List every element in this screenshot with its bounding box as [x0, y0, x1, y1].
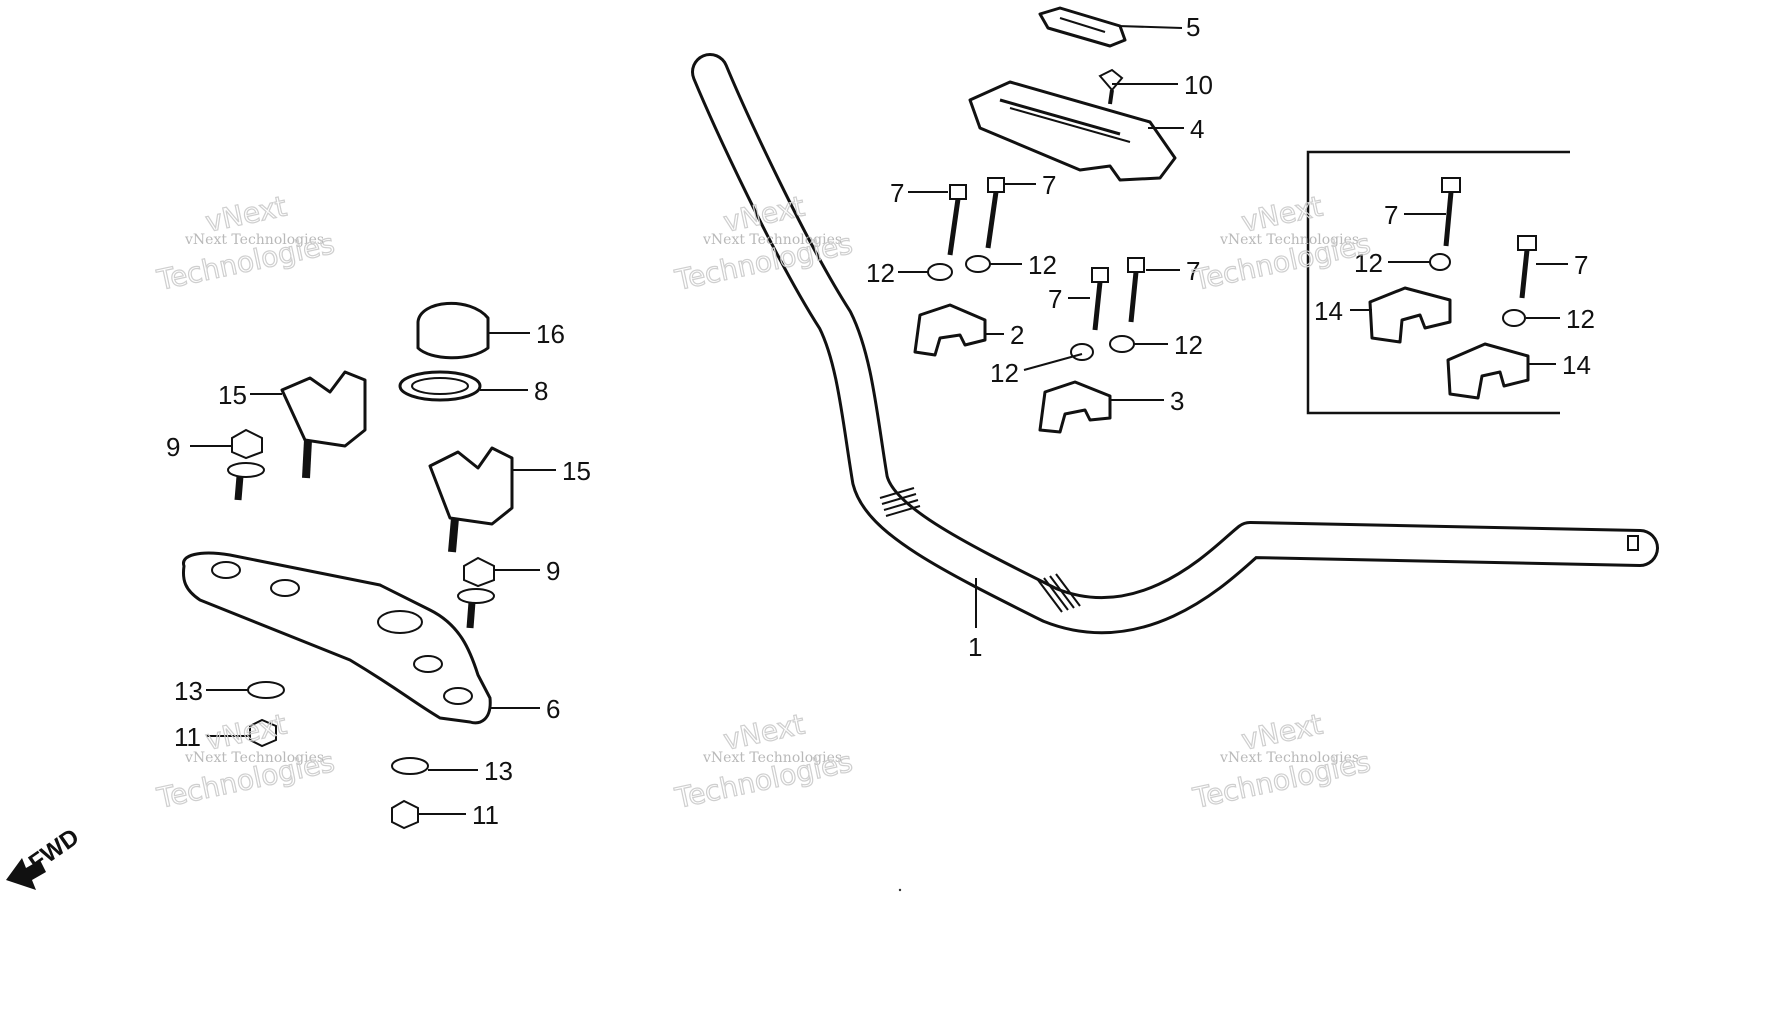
nut [391, 799, 419, 830]
callout-7: 7 [1048, 284, 1062, 314]
handlebar-lower-holder [428, 446, 514, 553]
leader-lines [190, 25, 1568, 815]
washer [247, 681, 285, 699]
callout-14: 14 [1314, 296, 1343, 326]
handlebar-holder-14 [1368, 286, 1452, 344]
handlebar-lower-holder [280, 370, 367, 479]
washer [1109, 335, 1135, 353]
handlebar-cover-badge [1038, 6, 1127, 48]
watermark-text: vNext Technologies [1219, 232, 1359, 248]
callout-9: 9 [546, 556, 560, 586]
bolt [1127, 257, 1145, 323]
watermark-text: vNext Technologies [702, 750, 842, 766]
upper-handlebar-holder-alt [1038, 380, 1112, 434]
bolt [1091, 267, 1109, 331]
bolt-with-washer [227, 428, 265, 501]
callout-11: 11 [472, 800, 499, 830]
washer [965, 255, 991, 273]
callout-9: 9 [166, 432, 180, 462]
callout-10: 10 [1184, 70, 1213, 100]
handlebar-holder-14 [1446, 342, 1530, 400]
bolt-with-washer [457, 556, 495, 629]
callout-15: 15 [562, 456, 591, 486]
handlebar [691, 53, 1659, 635]
speck [898, 888, 902, 892]
cap [416, 301, 490, 360]
watermark-text: vNext Technologies [184, 232, 324, 248]
callout-8: 8 [534, 376, 548, 406]
washer [1502, 309, 1526, 327]
callout-12: 12 [866, 258, 895, 288]
callout-16: 16 [536, 319, 565, 349]
callout-12: 12 [990, 358, 1019, 388]
callout-3: 3 [1170, 386, 1184, 416]
top-bridge [181, 551, 492, 725]
callout-2: 2 [1010, 320, 1024, 350]
callout-13: 13 [484, 756, 513, 786]
callout-12: 12 [1354, 248, 1383, 278]
callout-7: 7 [1574, 250, 1588, 280]
callout-7: 7 [890, 178, 904, 208]
callout-7: 7 [1384, 200, 1398, 230]
bolt [947, 184, 967, 256]
cover-screw [1098, 68, 1124, 105]
alternate-parts-inset [1306, 150, 1570, 415]
callout-12: 12 [1566, 304, 1595, 334]
washer [1070, 343, 1094, 361]
bolt [985, 177, 1005, 249]
callout-7: 7 [1042, 170, 1056, 200]
washer [1429, 253, 1451, 271]
callout-4: 4 [1190, 114, 1204, 144]
callout-7: 7 [1186, 256, 1200, 286]
washer-large [398, 370, 482, 402]
callout-5: 5 [1186, 12, 1200, 42]
washer [927, 263, 953, 281]
callout-11: 11 [174, 722, 201, 752]
watermark-text: vNext Technologies [184, 750, 324, 766]
callout-12: 12 [1028, 250, 1057, 280]
bolt [1517, 235, 1537, 299]
callout-6: 6 [546, 694, 560, 724]
callout-1: 1 [968, 632, 982, 662]
callout-12: 12 [1174, 330, 1203, 360]
callout-15: 15 [218, 380, 247, 410]
watermark-text: vNext Technologies [1219, 750, 1359, 766]
fwd-label: FWD [24, 823, 84, 876]
forward-direction-marker: FWD [6, 823, 84, 890]
upper-handlebar-holder [913, 303, 987, 357]
nut [249, 718, 277, 748]
bolt [1441, 177, 1461, 247]
handlebar-cover [968, 80, 1177, 182]
washer [391, 757, 429, 775]
callout-13: 13 [174, 676, 203, 706]
watermark-text: vNext Technologies [702, 232, 842, 248]
callout-labels: 5 10 4 7 7 12 12 7 7 2 12 12 3 7 12 7 14… [166, 12, 1595, 830]
callout-14: 14 [1562, 350, 1591, 380]
